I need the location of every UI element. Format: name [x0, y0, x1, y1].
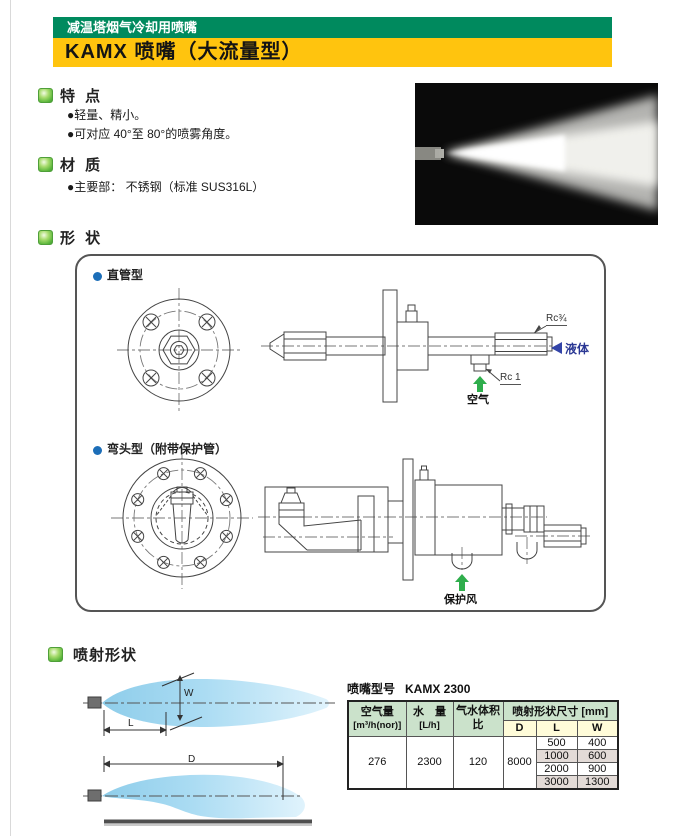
shape-section-icon	[38, 230, 53, 245]
bolt-holes-elbow	[131, 467, 233, 569]
spray-photo	[415, 83, 658, 225]
shape-title: 形 状	[60, 230, 104, 247]
col-header-ratio: 气水体积比	[452, 700, 504, 737]
air-arrow-icon	[473, 376, 487, 392]
dim-w-label: W	[184, 688, 194, 699]
table-cell-w: 400	[576, 735, 619, 750]
table-cell-l: 500	[535, 735, 578, 750]
table-cell-w: 600	[576, 748, 619, 763]
water-value: 2300	[405, 735, 454, 789]
table-cell-w: 900	[576, 761, 619, 776]
dim-d-label: D	[188, 754, 196, 765]
dim-l-label: L	[128, 718, 134, 729]
table-cell-w: 1300	[576, 774, 619, 789]
nozzle-model: KAMX 2300	[405, 682, 471, 696]
features-title: 特 点	[60, 88, 104, 105]
col-header-water: 水 量[L/h]	[405, 700, 454, 737]
leader-arrow-rc1	[486, 369, 492, 374]
header-eyebrow: 减温塔烟气冷却用喷嘴	[53, 17, 612, 38]
bullet-icon-straight	[93, 272, 102, 281]
table-caption: 喷嘴型号 KAMX 2300	[347, 680, 470, 697]
table-cell-l: 3000	[535, 774, 578, 789]
material-item: ●主要部： 不锈钢（标准 SUS316L）	[67, 180, 265, 194]
bolt-holes	[142, 313, 216, 387]
features-section-icon	[38, 88, 53, 103]
spray-title: 喷射形状	[73, 647, 138, 664]
l-dimension	[103, 710, 167, 736]
rc1-label: Rc 1	[500, 372, 521, 385]
sub-header-d: D	[502, 719, 537, 737]
col-header-air: 空气量[m³/h(nor)]	[347, 700, 407, 737]
spray-diagrams	[83, 672, 335, 826]
ratio-value: 120	[452, 735, 504, 789]
protect-wind-label: 保护风	[444, 594, 477, 606]
material-title: 材 质	[60, 157, 104, 174]
liquid-label: 液体	[565, 342, 590, 356]
nozzle-symbol-1	[87, 696, 102, 709]
page-title: KAMX 喷嘴（大流量型）	[65, 41, 303, 63]
sub-header-l: L	[535, 719, 578, 737]
page-edge-line	[10, 0, 11, 836]
leader-arrow-rc34	[534, 325, 541, 333]
air-label: 空气	[467, 394, 489, 406]
table-cell-l: 2000	[535, 761, 578, 776]
table-caption-label: 喷嘴型号	[347, 682, 396, 696]
col-header-dimensions: 喷射形状尺寸 [mm]	[502, 700, 619, 721]
table-cell-l: 1000	[535, 748, 578, 763]
elbow-type-label: 弯头型（附带保护管）	[107, 442, 228, 456]
spray-photo-image	[415, 83, 658, 225]
material-section-icon	[38, 157, 53, 172]
header-eyebrow-text: 减温塔烟气冷却用喷嘴	[67, 20, 198, 35]
bullet-icon-elbow	[93, 446, 102, 455]
sub-header-w: W	[576, 719, 619, 737]
shape-diagram-box	[75, 254, 606, 612]
feature-item: ●轻量、精小。	[67, 108, 147, 122]
d-value: 8000	[502, 735, 537, 789]
air-value: 276	[347, 735, 407, 789]
nozzle-symbol-2	[87, 789, 102, 802]
spray-section-icon	[48, 647, 63, 662]
ground-line	[104, 819, 312, 824]
page-title-bar: KAMX 喷嘴（大流量型）	[53, 38, 612, 67]
spray-plume-2	[102, 774, 305, 819]
spec-table: 空气量[m³/h(nor)] 水 量[L/h] 气水体积比 喷射形状尺寸 [mm…	[347, 700, 619, 790]
rc34-label: Rc¾	[546, 313, 567, 326]
wind-arrow-icon	[455, 574, 469, 591]
straight-type-label: 直管型	[107, 268, 144, 282]
shape-line-art	[111, 288, 590, 591]
feature-item: ●可对应 40°至 80°的喷雾角度。	[67, 127, 238, 141]
liquid-arrow-icon	[551, 342, 562, 354]
